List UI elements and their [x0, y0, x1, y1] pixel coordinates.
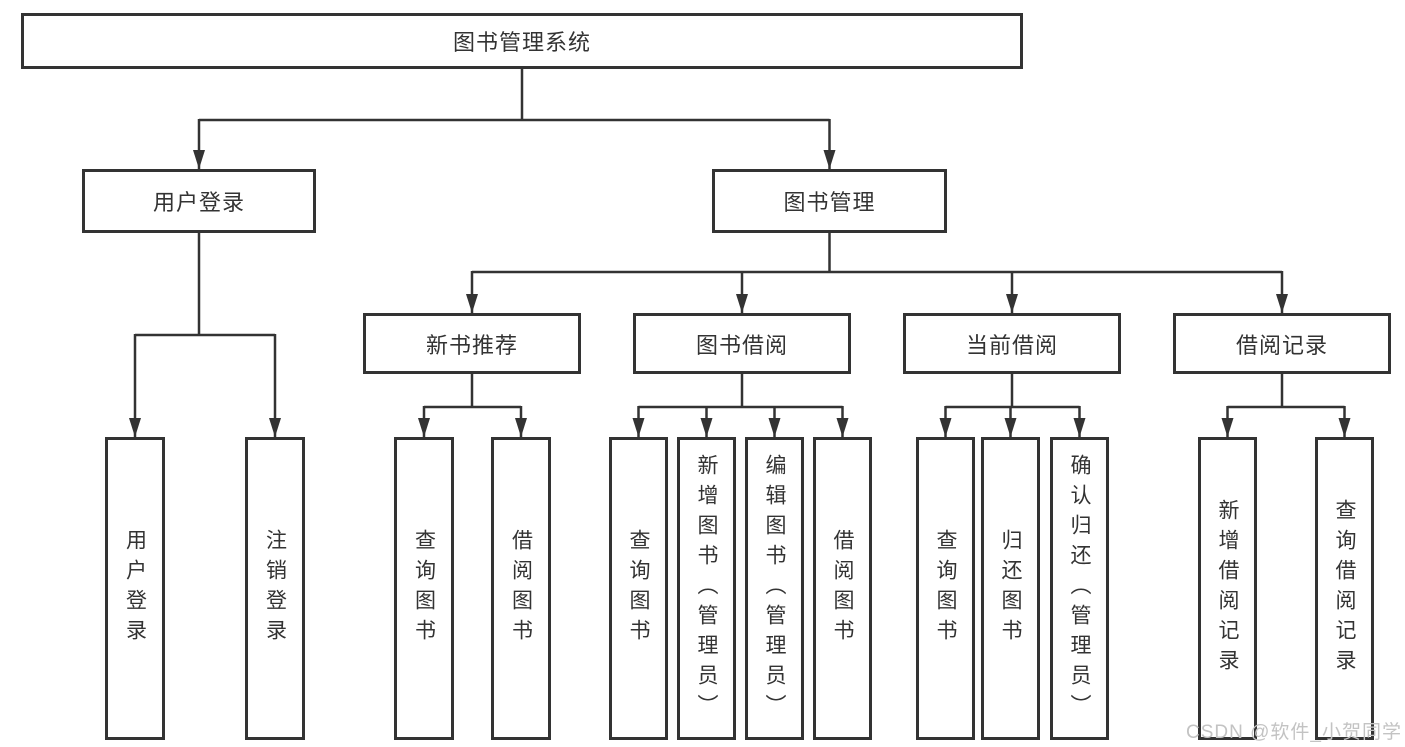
- node-current-borrowing: 当前借阅: [903, 313, 1121, 374]
- node-label: 查询图书: [934, 528, 957, 649]
- node-book-borrowing: 图书借阅: [633, 313, 851, 374]
- leaf-add-books-admin: 新增图书（管理员）: [677, 437, 736, 740]
- node-label: 查询借阅记录: [1333, 498, 1356, 679]
- leaf-query-books-borrowing: 查询图书: [609, 437, 668, 740]
- node-label: 借阅图书: [509, 528, 533, 649]
- node-label: 查询图书: [412, 528, 436, 649]
- leaf-borrow-books-borrowing: 借阅图书: [813, 437, 872, 740]
- leaf-add-borrow-record: 新增借阅记录: [1198, 437, 1257, 740]
- leaf-edit-books-admin: 编辑图书（管理员）: [745, 437, 804, 740]
- node-label: 用户登录: [123, 528, 147, 649]
- node-label: 归还图书: [999, 528, 1022, 649]
- node-new-book-recommendation: 新书推荐: [363, 313, 581, 374]
- node-user-login: 用户登录: [82, 169, 316, 233]
- node-label: 新增借阅记录: [1216, 498, 1239, 679]
- node-label: 编辑图书（管理员）: [763, 453, 786, 724]
- leaf-borrow-books-recommend: 借阅图书: [491, 437, 551, 740]
- node-library-management-system: 图书管理系统: [21, 13, 1023, 69]
- node-label: 图书借阅: [695, 332, 788, 358]
- node-label: 借阅记录: [1235, 332, 1328, 358]
- leaf-confirm-return-admin: 确认归还（管理员）: [1050, 437, 1109, 740]
- node-label: 图书管理: [783, 190, 876, 215]
- leaf-return-books: 归还图书: [981, 437, 1040, 740]
- node-borrowing-records: 借阅记录: [1173, 313, 1391, 374]
- node-label: 用户登录: [152, 190, 245, 215]
- leaf-query-borrow-record: 查询借阅记录: [1315, 437, 1374, 740]
- leaf-logout: 注销登录: [245, 437, 305, 740]
- node-label: 注销登录: [263, 528, 287, 649]
- node-label: 图书管理系统: [452, 30, 591, 55]
- leaf-query-books-current: 查询图书: [916, 437, 975, 740]
- node-label: 确认归还（管理员）: [1068, 453, 1091, 724]
- leaf-user-login: 用户登录: [105, 437, 165, 740]
- leaf-query-books-recommend: 查询图书: [394, 437, 454, 740]
- node-label: 当前借阅: [965, 332, 1058, 358]
- node-book-management: 图书管理: [712, 169, 947, 233]
- node-label: 借阅图书: [831, 528, 854, 649]
- node-label: 新书推荐: [425, 332, 518, 358]
- watermark-text: CSDN @软件_小贺同学: [1186, 722, 1402, 743]
- node-label: 新增图书（管理员）: [695, 453, 718, 724]
- node-label: 查询图书: [627, 528, 650, 649]
